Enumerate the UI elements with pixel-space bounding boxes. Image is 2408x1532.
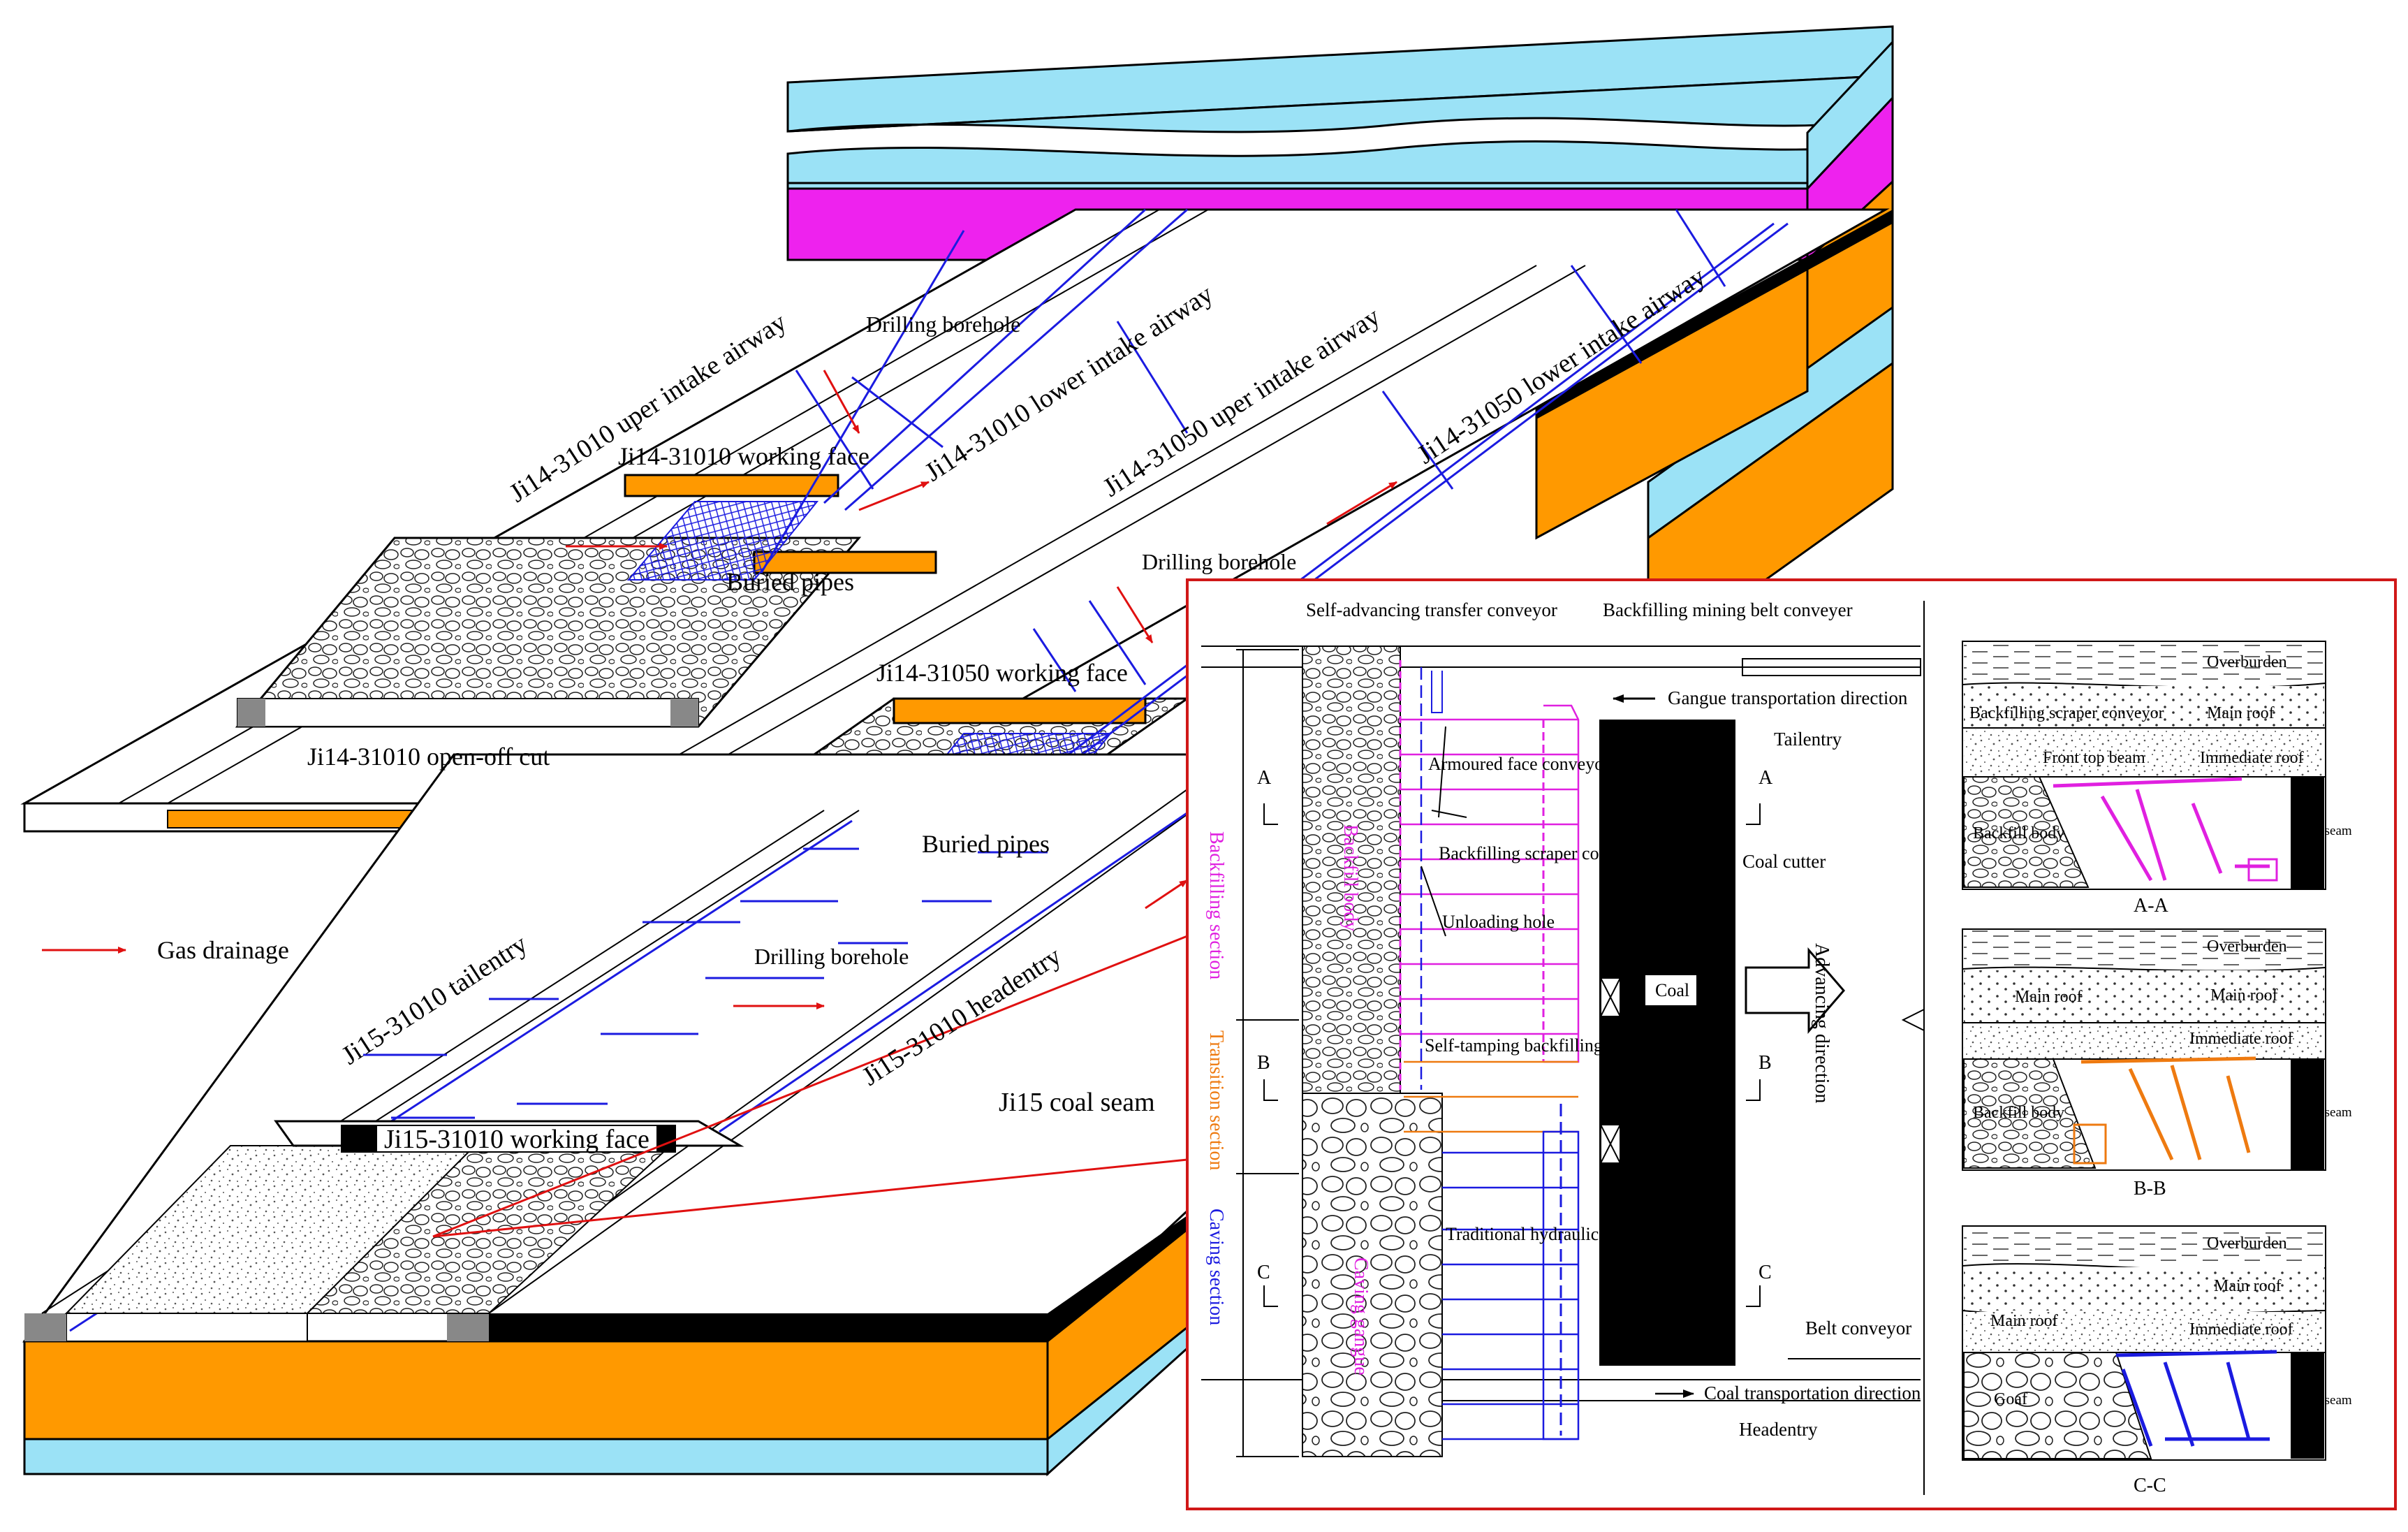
label-self-tamping-support: Self-tamping backfilling hydraulic suppo… (1425, 1035, 1735, 1056)
label-open-off-cut: Ji14-31010 open-off cut (307, 743, 550, 771)
marker-b-right: B (1759, 1052, 1772, 1074)
aa-overburden: Overburden (2207, 653, 2287, 671)
label-drilling-borehole-3: Drilling borehole (754, 944, 909, 969)
label-traditional-support: Traditional hydraulic support (1446, 1224, 1659, 1244)
label-armoured-face-conveyor: Armoured face conveyor (1428, 754, 1610, 774)
aa-main-roof: Main roof (2207, 704, 2275, 722)
label-advancing-direction: Advancing direction (1811, 943, 1833, 1103)
label-coal-direction: Coal transportation direction (1704, 1383, 1921, 1403)
label-tailentry: Tailentry (1774, 729, 1842, 750)
coal-cutter-icon (1600, 977, 1621, 1164)
marker-c-left: C (1257, 1262, 1270, 1283)
legend-gas-drainage: Gas drainage (42, 936, 289, 964)
legend-label: Gas drainage (157, 936, 289, 964)
bb-coal-seam: Coal seam (2296, 1105, 2352, 1120)
cc-immediate-roof: Immediate roof (2189, 1320, 2293, 1338)
label-working-face-31050: Ji14-31050 working face (876, 659, 1128, 687)
cc-main-roof-left: Main roof (1990, 1312, 2058, 1330)
label-headentry: Headentry (1739, 1419, 1818, 1440)
bb-main-roof-left: Main roof (2015, 988, 2083, 1006)
aa-backfill-body: Backfill body (1973, 824, 2064, 842)
bb-main-roof-right: Main roof (2210, 986, 2278, 1005)
label-unloading-hole: Unloading hole (1442, 912, 1555, 932)
inset-plan-view (1201, 645, 1921, 1457)
label-drilling-borehole-1: Drilling borehole (866, 312, 1020, 337)
section-aa: Overburden Backfilling scraper conveyor … (1962, 641, 2352, 917)
label-working-face-31010: Ji14-31010 working face (618, 442, 869, 470)
label-coal-seam-j15: Ji15 coal seam (999, 1088, 1155, 1117)
label-caving-gangue: Caving gangue (1350, 1257, 1372, 1376)
label-gangue-direction: Gangue transportation direction (1668, 687, 1908, 708)
label-caving-section: Caving section (1205, 1209, 1227, 1325)
label-backfilling-section: Backfilling section (1205, 831, 1227, 979)
panel-31010-upper (235, 474, 937, 728)
aa-title: A-A (2134, 895, 2169, 917)
aa-immediate-roof: Immediate roof (2200, 749, 2304, 767)
label-backfilling-scraper-conveyor: Backfilling scraper conveyor (1439, 843, 1650, 863)
label-backfill-body: Backfill body (1339, 824, 1361, 931)
bb-immediate-roof: Immediate roof (2189, 1030, 2293, 1048)
marker-c-right: C (1759, 1262, 1772, 1283)
marker-b-left: B (1257, 1052, 1270, 1074)
coal-block (1599, 720, 1735, 1366)
lower-seam-slab (22, 753, 1258, 1477)
aa-front-top-beam: Front top beam (2043, 749, 2145, 767)
boreholes-upper (760, 208, 1789, 798)
label-buried-pipes-2: Buried pipes (922, 830, 1050, 858)
cc-title: C-C (2134, 1475, 2166, 1496)
gas-arrows-upper (823, 370, 1397, 643)
aa-scraper: Backfilling scraper conveyor (1969, 704, 2164, 722)
inset-labels: Self-advancing transfer conveyor Backfil… (1205, 599, 1921, 1440)
label-buried-pipes-1: Buried pipes (726, 568, 854, 596)
backfill-supports (1399, 660, 1580, 1090)
bb-backfill-body: Backfill body (1973, 1104, 2064, 1122)
bb-overburden: Overburden (2207, 938, 2287, 956)
cc-goaf: Goaf (1994, 1390, 2027, 1408)
section-cc: Overburden Main roof Main roof Immediate… (1962, 1225, 2352, 1496)
traditional-supports (1420, 667, 1580, 1440)
marker-a-right: A (1759, 767, 1773, 789)
label-belt-conveyor: Belt conveyor (1805, 1318, 1911, 1338)
aa-coal-seam: Coal seam (2296, 824, 2352, 838)
label-transition-section: Transition section (1205, 1030, 1227, 1170)
label-belt-conveyer: Backfilling mining belt conveyer (1603, 599, 1853, 620)
label-self-advancing-conveyor: Self-advancing transfer conveyor (1306, 599, 1557, 620)
cc-coal-seam: Coal seam (2296, 1393, 2352, 1408)
label-coal-cutter: Coal cutter (1742, 851, 1826, 872)
label-working-face-j15: Ji15-31010 working face (384, 1125, 649, 1154)
advancing-arrow-icon (1745, 947, 1845, 1035)
label-drilling-borehole-2: Drilling borehole (1142, 549, 1296, 574)
cc-main-roof-right: Main roof (2214, 1277, 2282, 1295)
bb-title: B-B (2134, 1178, 2166, 1199)
label-coal: Coal (1655, 980, 1689, 1000)
section-bb: Overburden Main roof Main roof Immediate… (1962, 928, 2352, 1199)
marker-a-left: A (1257, 767, 1272, 789)
cc-overburden: Overburden (2207, 1234, 2287, 1253)
